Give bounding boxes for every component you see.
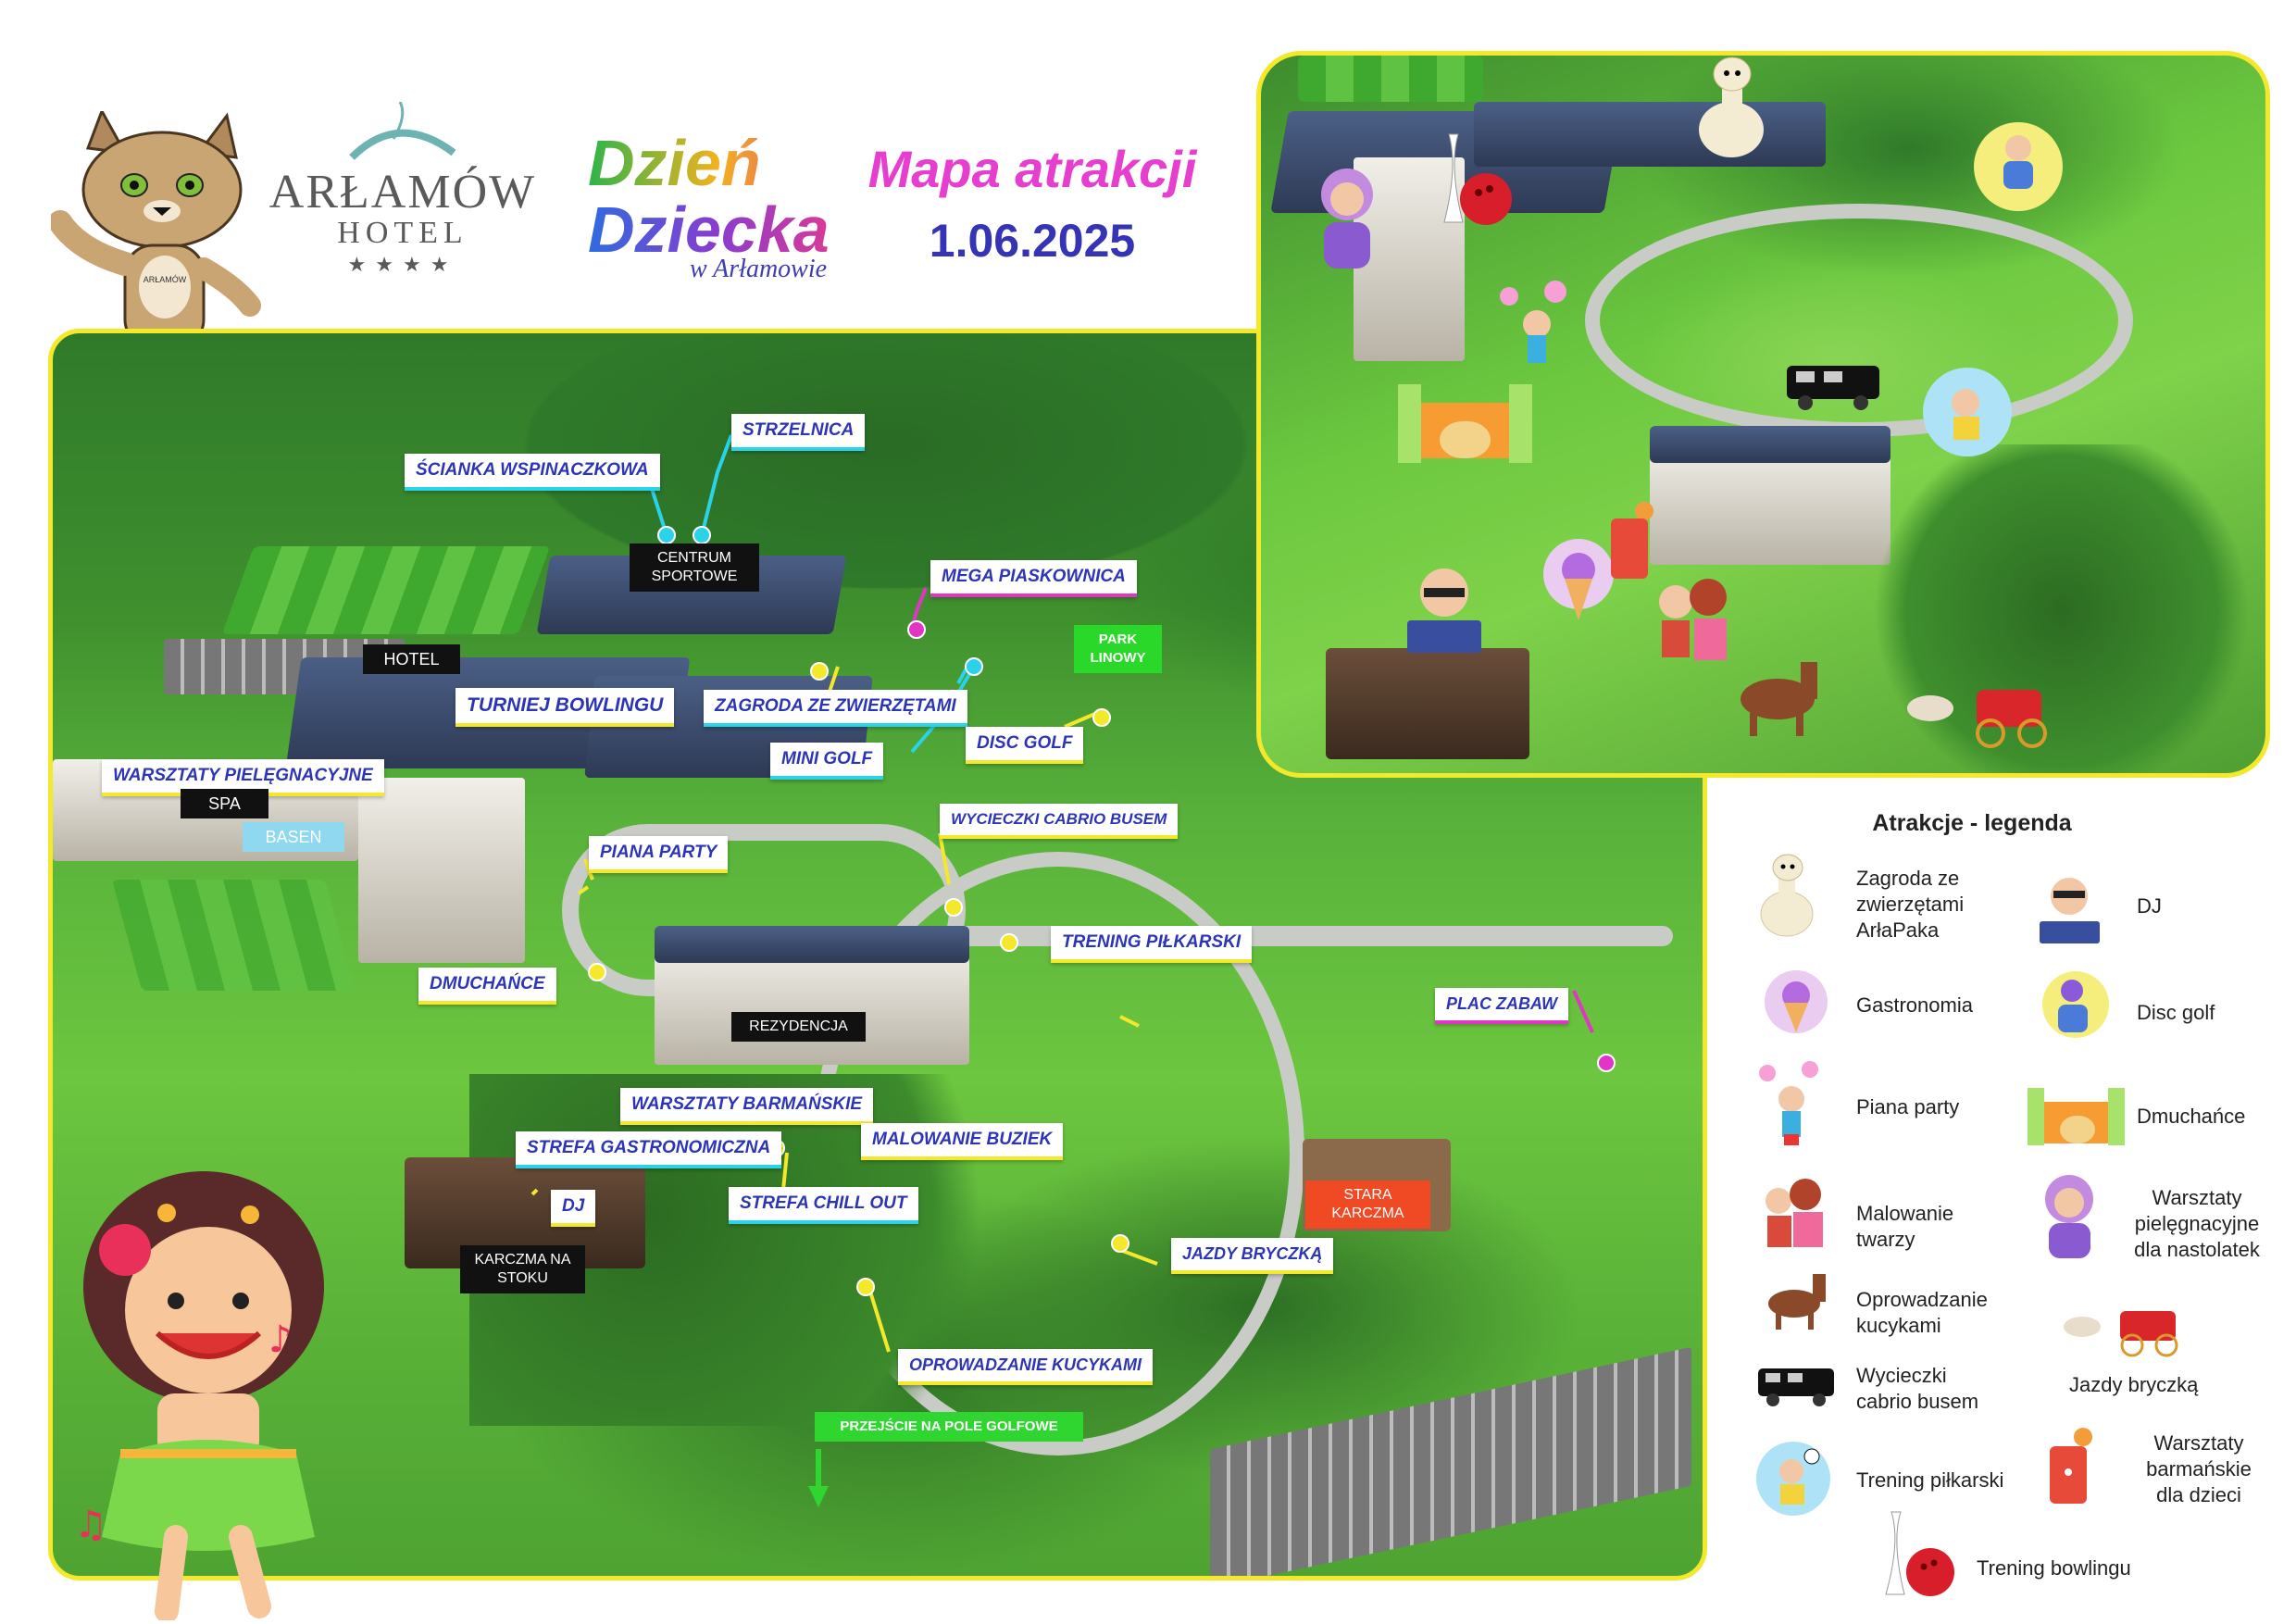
legend-label-bryczka: Jazdy bryczką — [2069, 1373, 2199, 1396]
drink-icon — [2050, 1428, 2092, 1504]
legend-label-gastronomia: Gastronomia — [1856, 993, 1973, 1017]
bowling-icon — [1885, 1511, 1954, 1596]
tag-przejscie-pole-golfowe[interactable]: PRZEJŚCIE NA POLE GOLFOWE — [815, 1412, 1083, 1442]
golf-lawn — [111, 880, 356, 991]
inset-carriage-icon — [1907, 690, 2047, 748]
inset-residence-roof — [1650, 426, 1890, 463]
inset-residence — [1650, 444, 1890, 565]
inset-face-painting-icon — [1659, 579, 1727, 660]
event-line1: Dzień — [588, 130, 847, 196]
carriage-icon — [2064, 1311, 2178, 1357]
label-disc-golf[interactable]: DISC GOLF — [966, 727, 1084, 764]
football-field — [221, 546, 551, 634]
legend-label-dmuchance: Dmuchańce — [2137, 1105, 2246, 1128]
hula-girl-mascot-icon: ♪ ♫ — [74, 1171, 324, 1620]
svg-text:♪: ♪ — [268, 1318, 293, 1361]
tag-karczma-na-stoku[interactable]: KARCZMA NA STOKU — [460, 1245, 585, 1293]
legend-label-disc-golf: Disc golf — [2137, 1001, 2215, 1024]
bubbles-icon — [1759, 1061, 1818, 1145]
ice-cream-icon — [1765, 970, 1828, 1033]
label-trening-pilkarski[interactable]: TRENING PIŁKARSKI — [1051, 926, 1253, 963]
inset-dj-icon — [1407, 568, 1481, 653]
legend-label-cabrio: Wycieczki cabrio busem — [1856, 1364, 1979, 1413]
face-painting-icon — [1766, 1179, 1823, 1247]
label-turniej-bowlingu[interactable]: TURNIEJ BOWLINGU — [455, 688, 675, 727]
tag-stara-karczma[interactable]: STARA KARCZMA — [1305, 1181, 1430, 1229]
label-oprowadzanie-kucykami[interactable]: OPROWADZANIE KUCYKAMI — [898, 1349, 1153, 1385]
event-line3: w Arłamowie — [690, 255, 828, 283]
inset-pony-icon — [1741, 662, 1817, 736]
inset-karczma — [1326, 648, 1529, 759]
parking-bottom — [1210, 1346, 1691, 1576]
residence-roof — [655, 926, 969, 963]
tag-basen[interactable]: BASEN — [243, 822, 344, 852]
inset-bubbles-icon — [1500, 281, 1566, 363]
label-dj[interactable]: DJ — [551, 1190, 596, 1227]
label-mini-golf[interactable]: MINI GOLF — [770, 743, 884, 780]
logo-swoosh-icon — [349, 102, 456, 160]
tag-hotel[interactable]: HOTEL — [363, 644, 460, 674]
legend-label-piana-party: Piana party — [1856, 1095, 1960, 1118]
label-dmuchance[interactable]: DMUCHAŃCE — [418, 968, 556, 1005]
disc-golf-icon — [2042, 971, 2109, 1038]
residence-building — [655, 944, 969, 1065]
tag-park-linowy[interactable]: PARK LINOWY — [1074, 625, 1162, 673]
label-mega-piaskownica[interactable]: MEGA PIASKOWNICA — [930, 560, 1137, 597]
legend-label-bowlingu: Trening bowlingu — [1977, 1556, 2131, 1580]
inset-bus-icon — [1787, 366, 1879, 410]
legend-title: Atrakcje - legenda — [1872, 810, 2072, 836]
tag-centrum-sportowe[interactable]: CENTRUM SPORTOWE — [630, 543, 759, 592]
inset-field — [1298, 56, 1483, 102]
label-plac-zabaw[interactable]: PLAC ZABAW — [1435, 988, 1568, 1024]
legend-label-zagroda: Zagroda ze zwierzętami ArłaPaka — [1856, 867, 1965, 942]
event-logo: Dzień Dziecka w Arłamowie — [588, 130, 847, 287]
alpaca-icon — [1760, 854, 1814, 937]
inset-football-icon — [1923, 368, 2012, 456]
label-strefa-gastronomiczna[interactable]: STREFA GASTRONOMICZNA — [516, 1131, 782, 1168]
hotel-wing-2 — [358, 778, 525, 963]
inset-drink-icon — [1611, 502, 1653, 579]
legend-label-kucykami: Oprowadzanie kucykami — [1856, 1288, 1988, 1337]
legend-label-warsztaty-pielegnacyjne: Warsztaty pielęgnacyjne dla nastolatek — [2134, 1186, 2260, 1261]
mascot-shirt-text: ARŁAMÓW — [144, 275, 187, 284]
tag-rezydencja[interactable]: REZYDENCJA — [731, 1012, 866, 1042]
label-scianka[interactable]: ŚCIANKA WSPINACZKOWA — [405, 454, 660, 491]
football-icon — [1756, 1442, 1830, 1516]
tag-spa[interactable]: SPA — [181, 789, 268, 818]
inset-alpaca-icon — [1699, 56, 1764, 157]
label-zagroda[interactable]: ZAGRODA ZE ZWIERZĘTAMI — [704, 690, 967, 727]
bouncy-castle-icon — [2028, 1088, 2125, 1145]
event-line2: Dziecka — [588, 196, 847, 263]
map-title-block: Mapa atrakcji 1.06.2025 — [838, 139, 1227, 268]
brand-name: ARŁAMÓW — [268, 166, 537, 219]
pony-icon — [1768, 1274, 1826, 1330]
label-piana-party[interactable]: PIANA PARTY — [589, 836, 729, 873]
label-warsztaty-barmanskie[interactable]: WARSZTATY BARMAŃSKIE — [620, 1088, 874, 1125]
brand-sub: HOTEL — [337, 216, 468, 250]
inset-sports — [1474, 102, 1826, 167]
svg-text:♫: ♫ — [74, 1504, 107, 1546]
hotel-logo: ARŁAMÓW HOTEL ★★★★ — [264, 93, 542, 278]
label-malowanie-buziek[interactable]: MALOWANIE BUZIEK — [861, 1123, 1064, 1160]
label-cabrio[interactable]: WYCIECZKI CABRIO BUSEM — [940, 804, 1179, 839]
map-title: Mapa atrakcji — [867, 140, 1197, 198]
inset-beauty-icon — [1321, 169, 1373, 269]
legend-label-barmanskie: Warsztaty barmańskie dla dzieci — [2146, 1431, 2252, 1506]
legend-label-dj: DJ — [2137, 894, 2162, 918]
beauty-workshop-icon — [2045, 1175, 2093, 1258]
inset-bouncy-castle-icon — [1398, 384, 1532, 463]
inset-disc-golf-icon — [1974, 122, 2063, 211]
legend-label-pilkarski: Trening piłkarski — [1856, 1468, 2004, 1492]
dj-icon — [2040, 878, 2100, 943]
inset-ice-cream-icon — [1543, 539, 1614, 620]
label-strefa-chill-out[interactable]: STREFA CHILL OUT — [729, 1187, 918, 1224]
bus-icon — [1758, 1368, 1834, 1406]
legend-label-malowanie-twarzy: Malowanie twarzy — [1856, 1202, 1954, 1251]
event-date: 1.06.2025 — [929, 215, 1136, 267]
inset-bowling-icon — [1443, 133, 1512, 225]
brand-stars: ★★★★ — [347, 253, 458, 276]
label-jazdy-bryczka[interactable]: JAZDY BRYCZKĄ — [1171, 1238, 1334, 1274]
label-strzelnica[interactable]: STRZELNICA — [731, 414, 866, 451]
